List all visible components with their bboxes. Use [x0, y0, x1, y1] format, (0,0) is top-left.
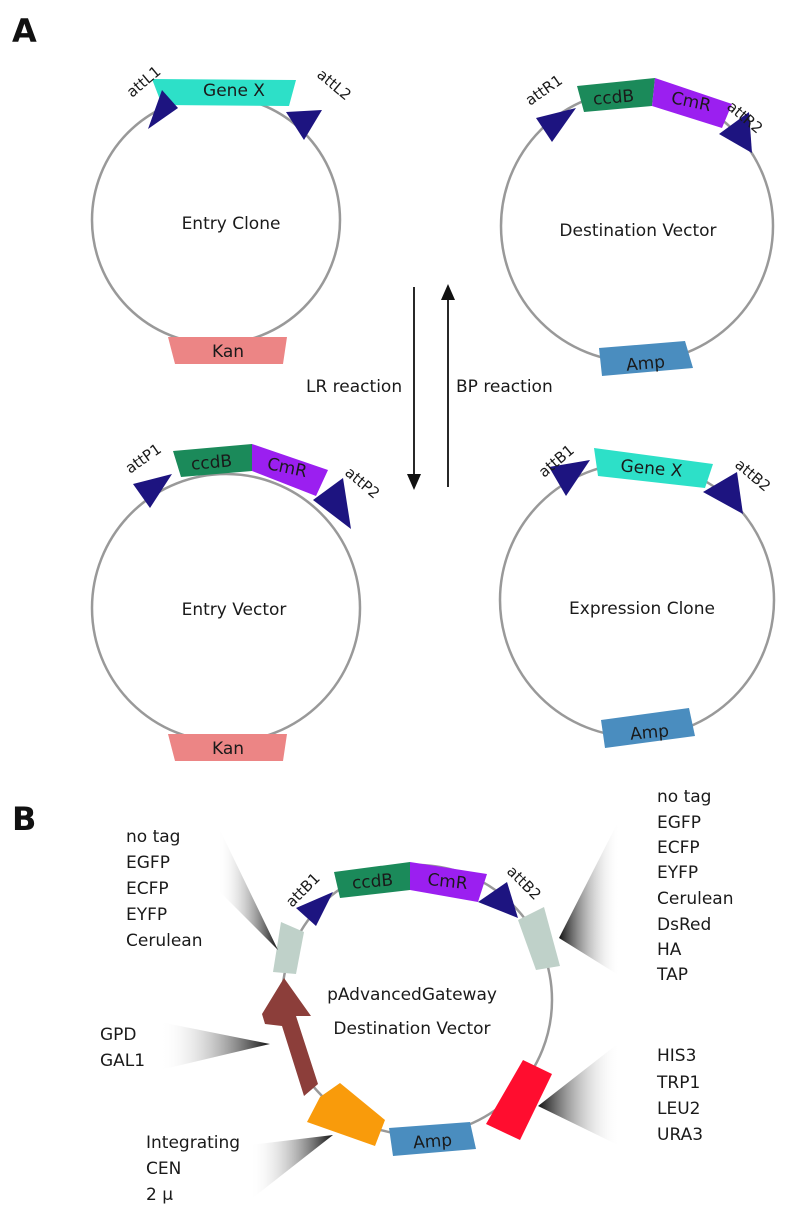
n-tag-option: Cerulean	[126, 931, 202, 951]
origin-option: Integrating	[146, 1133, 240, 1153]
bp-reaction-arrowhead	[441, 284, 455, 300]
destination-vector-amp-label: Amp	[625, 352, 666, 375]
c-tag-option: TAP	[656, 965, 688, 985]
n-tag-option: EGFP	[126, 853, 170, 873]
entry-vector-attp2-triangle	[313, 478, 351, 529]
entry-vector-cmr-block	[252, 444, 328, 496]
c-tag-option: HA	[657, 940, 682, 960]
entry-vector-name: Entry Vector	[182, 600, 287, 620]
marker-option: HIS3	[657, 1046, 696, 1066]
panel-b-label: B	[12, 800, 36, 838]
entry-vector-kan-block	[168, 734, 287, 761]
c-tag-options-wedge	[559, 818, 620, 976]
expression-clone-plasmid: Gene X attB1 attB2 Amp Expression Clone	[498, 441, 776, 748]
destination-vector-attr1-label: attR1	[522, 71, 566, 109]
marker-options-list: HIS3 TRP1 LEU2 URA3	[656, 1046, 703, 1145]
bp-reaction-label: BP reaction	[456, 377, 553, 397]
lr-reaction-arrowhead	[407, 474, 421, 490]
advanced-vector-cmr-label: CmR	[426, 870, 468, 894]
advanced-gateway-plasmid: ccdB CmR attB1 attB2 Amp pAdvancedGatewa…	[262, 862, 560, 1156]
entry-clone-name: Entry Clone	[182, 214, 281, 234]
advanced-vector-cmr-block	[410, 862, 487, 902]
destination-vector-plasmid: ccdB CmR attR1 attR2 Amp Destination Vec…	[499, 71, 775, 376]
advanced-vector-c-tag-block	[518, 907, 560, 970]
origin-options-list: Integrating CEN 2 μ	[146, 1133, 240, 1205]
origin-option: 2 μ	[146, 1185, 173, 1205]
origin-options-wedge	[250, 1135, 333, 1200]
c-tag-option: EGFP	[657, 813, 701, 833]
marker-option: URA3	[657, 1125, 703, 1145]
c-tag-option: Cerulean	[657, 889, 733, 909]
expression-clone-attb1-triangle	[549, 460, 590, 496]
destination-vector-amp-block	[599, 341, 693, 376]
entry-vector-kan-label: Kan	[212, 739, 244, 759]
destination-vector-ccdb-block	[577, 78, 655, 112]
c-tag-option: no tag	[657, 787, 711, 807]
destination-vector-ccdb-label: ccdB	[592, 86, 635, 110]
entry-vector-plasmid: ccdB CmR attP1 attP2 Kan Entry Vector	[90, 440, 383, 761]
entry-clone-attl2-label: attL2	[313, 65, 354, 104]
advanced-vector-name-line1: pAdvancedGateway	[327, 985, 497, 1005]
entry-clone-plasmid: Gene X attL1 attL2 Kan Entry Clone	[90, 62, 355, 364]
promoter-options-list: GPD GAL1	[100, 1025, 145, 1071]
promoter-option: GPD	[100, 1025, 137, 1045]
expression-clone-gene-x-block	[594, 448, 713, 488]
advanced-vector-amp-label: Amp	[413, 1131, 453, 1154]
entry-clone-kan-label: Kan	[212, 342, 244, 362]
destination-vector-name: Destination Vector	[559, 221, 716, 241]
entry-vector-attp1-label: attP1	[122, 440, 165, 477]
origin-option: CEN	[146, 1159, 181, 1179]
marker-options-wedge	[538, 1042, 620, 1146]
entry-clone-attl2-triangle	[286, 110, 322, 140]
expression-clone-name: Expression Clone	[569, 599, 715, 619]
entry-clone-gene-x-label: Gene X	[203, 81, 265, 101]
entry-vector-ccdb-block	[173, 444, 252, 477]
marker-option: LEU2	[657, 1099, 700, 1119]
advanced-vector-ccdb-label: ccdB	[351, 870, 394, 894]
promoter-options-wedge	[160, 1022, 270, 1070]
c-tag-option: EYFP	[657, 863, 698, 883]
expression-clone-amp-block	[601, 708, 695, 748]
entry-clone-attl1-triangle	[148, 90, 178, 129]
panel-a-label: A	[12, 12, 37, 50]
c-tag-options-list: no tag EGFP ECFP EYFP Cerulean DsRed HA …	[656, 787, 733, 985]
destination-vector-attr2-triangle	[719, 112, 752, 153]
advanced-vector-marker-block	[486, 1060, 552, 1140]
entry-clone-gene-x-block	[152, 79, 296, 106]
c-tag-option: ECFP	[657, 838, 700, 858]
n-tag-option: EYFP	[126, 905, 167, 925]
advanced-vector-attb2-triangle	[478, 882, 518, 918]
n-tag-option: ECFP	[126, 879, 169, 899]
n-tag-options-wedge	[218, 826, 278, 950]
advanced-vector-n-tag-block	[273, 922, 304, 974]
expression-clone-attb2-triangle	[703, 472, 743, 514]
advanced-vector-promoter-arrow	[262, 978, 318, 1096]
marker-option: TRP1	[656, 1073, 700, 1093]
advanced-vector-ccdb-block	[334, 862, 410, 898]
advanced-vector-name-line2: Destination Vector	[333, 1019, 490, 1039]
destination-vector-cmr-block	[652, 78, 732, 128]
lr-reaction-label: LR reaction	[306, 377, 402, 397]
expression-clone-amp-label: Amp	[629, 721, 670, 744]
c-tag-option: DsRed	[657, 915, 711, 935]
n-tag-option: no tag	[126, 827, 180, 847]
promoter-option: GAL1	[100, 1051, 145, 1071]
destination-vector-attr1-triangle	[536, 108, 576, 142]
entry-clone-kan-block	[168, 337, 287, 364]
entry-vector-attp1-triangle	[133, 474, 172, 508]
advanced-vector-amp-block	[389, 1122, 476, 1156]
advanced-vector-attb1-triangle	[296, 892, 333, 926]
entry-vector-attp2-label: attP2	[341, 463, 383, 502]
n-tag-options-list: no tag EGFP ECFP EYFP Cerulean	[126, 827, 202, 951]
reaction-arrows: LR reaction BP reaction	[306, 284, 553, 490]
entry-vector-ccdb-label: ccdB	[190, 451, 233, 475]
advanced-vector-origin-block	[307, 1083, 385, 1146]
